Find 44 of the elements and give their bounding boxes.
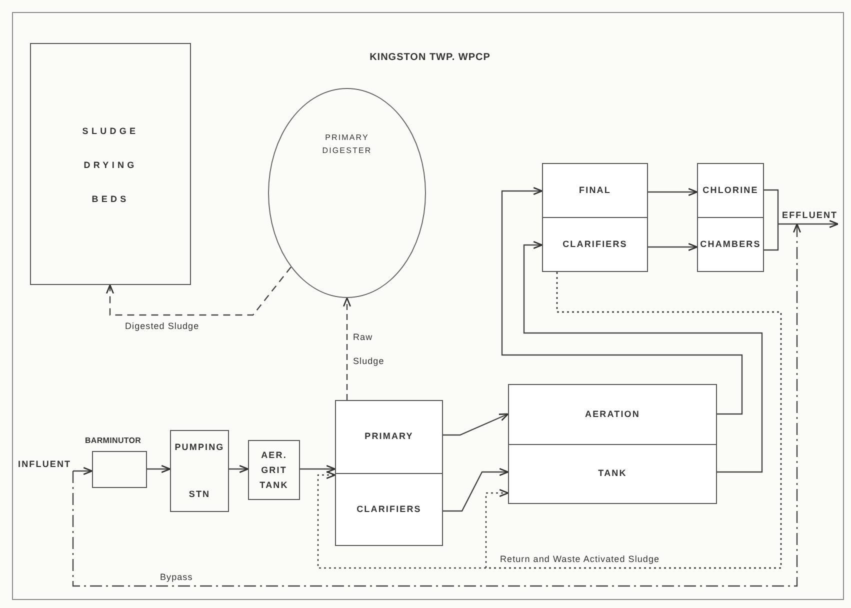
flow-arrow <box>485 272 782 569</box>
box-label: CLARIFIERS <box>562 238 628 251</box>
diagram-title: KINGSTON TWP. WPCP <box>368 51 492 65</box>
flow-arrow <box>342 297 352 400</box>
box-label: TANK <box>598 467 627 480</box>
edge-label: Bypass <box>160 572 193 582</box>
flow-arrow <box>763 189 839 251</box>
box-label: BARMINUTOR <box>85 435 142 447</box>
flow-arrow <box>300 464 336 474</box>
box-label: STN <box>188 488 210 500</box>
box-label: CLARIFIERS <box>356 502 422 516</box>
box-label: CHLORINE <box>702 184 758 197</box>
flow-arrow <box>648 242 698 252</box>
box-label: PRIMARY <box>364 430 414 443</box>
box-label: AERATION <box>585 408 640 420</box>
flow-arrow <box>229 464 249 474</box>
flow-arrow <box>443 468 509 512</box>
box-label: SLUDGE DRYING BEDS <box>81 125 140 206</box>
flow-label: EFFLUENT <box>782 209 838 222</box>
digester-circle <box>268 88 426 298</box>
flow-arrow <box>73 466 93 476</box>
edge-label: Digested Sludge <box>125 321 200 331</box>
circle-label: PRIMARY DIGESTER <box>321 132 373 157</box>
edge-label: Raw Sludge <box>353 332 384 366</box>
flow-arrow <box>106 266 292 316</box>
edge-label: Return and Waste Activated Sludge <box>500 554 660 564</box>
flow-arrow <box>443 413 509 436</box>
tank-box <box>542 163 648 272</box>
drying-beds-box <box>30 43 191 285</box>
box-label: FINAL <box>579 184 611 197</box>
tank-box <box>335 400 443 546</box>
flow-arrow <box>147 464 171 474</box>
flow-arrow <box>72 223 802 587</box>
grit-tank-box <box>248 440 300 500</box>
flow-arrow <box>648 188 698 196</box>
box-label: AER. GRIT TANK <box>258 448 290 492</box>
pumping-box <box>170 430 229 512</box>
flow-arrow <box>523 240 763 473</box>
flow-label: INFLUENT <box>18 458 72 471</box>
tank-box <box>697 163 764 272</box>
box-label: PUMPING <box>174 441 224 454</box>
flow-arrow <box>501 186 743 415</box>
tank-box <box>508 384 717 504</box>
box-label: CHAMBERS <box>700 238 761 251</box>
